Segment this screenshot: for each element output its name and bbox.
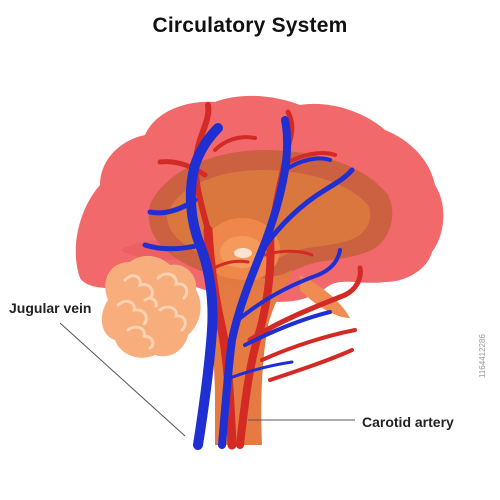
jugular-vein-leader-line xyxy=(59,322,186,437)
jugular-vein-label: Jugular vein xyxy=(9,300,92,316)
carotid-artery-label: Carotid artery xyxy=(362,414,454,430)
diagram-title: Circulatory System xyxy=(152,14,348,37)
cerebellum xyxy=(101,255,201,358)
stock-id: 1164412286 xyxy=(478,334,487,378)
jugular-vein-network xyxy=(142,116,355,450)
